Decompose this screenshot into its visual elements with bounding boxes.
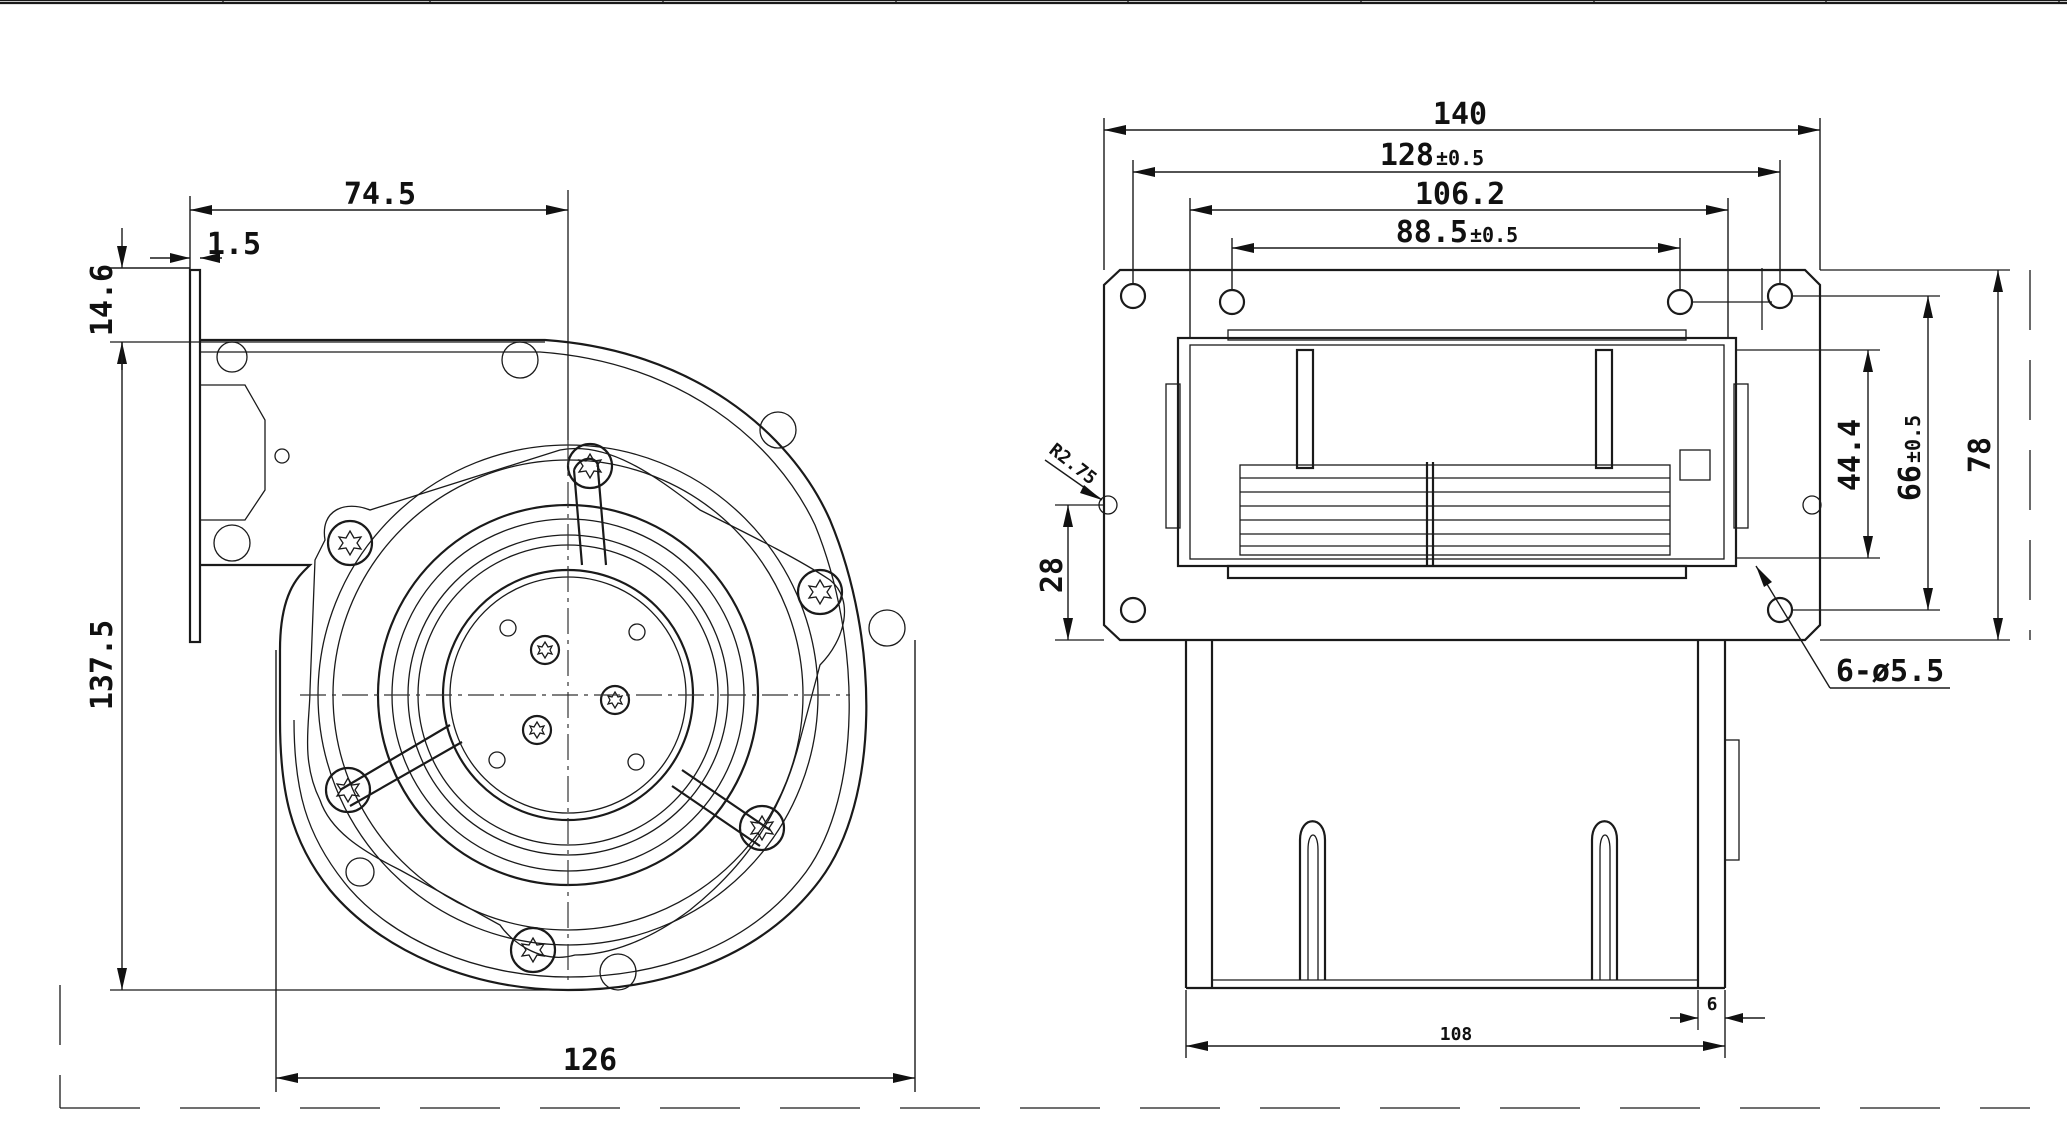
blower-housing: [200, 338, 868, 992]
screw-icon: [796, 568, 844, 616]
screw-icon: [326, 519, 374, 567]
screw-icon: [509, 926, 557, 974]
dim-r2-75: R2.75: [1045, 439, 1101, 489]
impeller: [1239, 462, 1671, 565]
mounting-flange: [188, 268, 202, 644]
screw-icon: [529, 634, 561, 666]
dim-66: 66: [1893, 465, 1928, 501]
dim-6: 6: [1707, 994, 1718, 1015]
tol-66: ±0.5: [1901, 415, 1925, 463]
side-dimensions: 140 128 ±0.5 106.2 88.5 ±0.5 R2.75: [1035, 97, 2010, 1058]
dim-78: 78: [1963, 437, 1998, 473]
spoke-right: [671, 769, 771, 847]
dim-137-5: 137.5: [85, 620, 120, 710]
screw-icon: [521, 714, 553, 746]
dim-14-6: 14.6: [85, 264, 120, 336]
dim-106-2: 106.2: [1415, 177, 1505, 212]
dim-140: 140: [1433, 97, 1487, 132]
tol-88-5: ±0.5: [1470, 223, 1518, 247]
mounting-hole: [1119, 282, 1147, 310]
mounting-hole: [1666, 288, 1694, 316]
front-view: [188, 190, 906, 992]
dim-88-5: 88.5: [1396, 215, 1468, 250]
dim-74-5: 74.5: [344, 177, 416, 212]
tol-128: ±0.5: [1436, 146, 1484, 170]
mounting-hole: [1218, 288, 1246, 316]
motor-body: [1184, 640, 1740, 990]
flange-plate: [1102, 268, 1822, 642]
screw-icon: [566, 442, 614, 490]
mounting-hole: [1766, 282, 1794, 310]
dim-1-5: 1.5: [207, 227, 261, 262]
mounting-hole: [1119, 596, 1147, 624]
front-dimensions: 74.5 1.5 14.6 137.5 126: [85, 177, 916, 1092]
frame-border: [59, 270, 2031, 1109]
dim-108: 108: [1440, 1024, 1473, 1045]
title-block-border: [0, 0, 2067, 5]
outlet-frame: [1176, 336, 1738, 568]
dim-128: 128: [1380, 138, 1434, 173]
dim-28: 28: [1035, 557, 1070, 593]
dim-6-holes: 6-ø5.5: [1836, 654, 1944, 689]
side-view: [1098, 268, 1822, 990]
screw-icon: [324, 766, 372, 814]
screw-icon: [599, 684, 631, 716]
motor-plate: [306, 447, 846, 958]
dim-44-4: 44.4: [1833, 419, 1868, 491]
dim-126: 126: [563, 1043, 617, 1078]
